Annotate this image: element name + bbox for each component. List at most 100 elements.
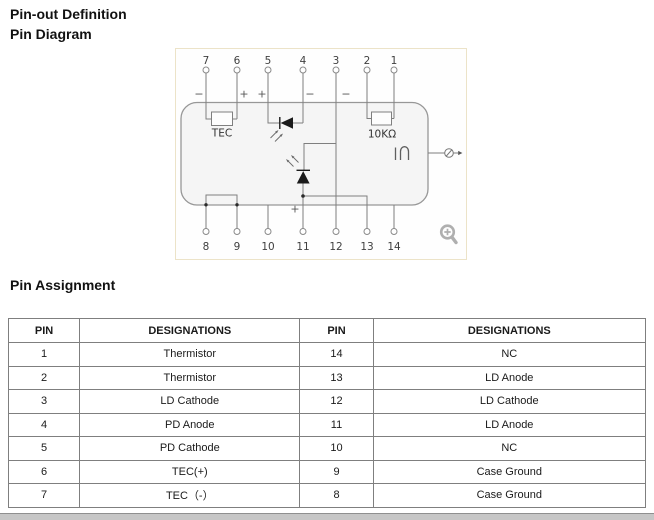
designation-cell: LD Anode: [372, 365, 647, 390]
emitted-light-arrows: [286, 155, 299, 167]
designation-cell: LD Cathode: [79, 389, 301, 414]
designation-cell: LD Cathode: [372, 389, 647, 414]
junction-dot: [204, 203, 208, 207]
pin-cell: 6: [7, 459, 81, 484]
pin-label: 10: [261, 241, 274, 253]
pin-terminal: [332, 228, 340, 235]
nc-leads: [267, 205, 395, 229]
designation-cell: PD Cathode: [79, 436, 301, 461]
isolator-icon: [394, 146, 410, 160]
photodiode-leads: [267, 73, 304, 124]
pin-label: 8: [203, 241, 210, 253]
case-ground-leads: [205, 194, 238, 229]
pin-label: 6: [234, 55, 241, 67]
pin-terminal: [332, 66, 340, 74]
tec-element: [211, 111, 233, 126]
table-row: 4 PD Anode 11 LD Anode: [7, 412, 647, 437]
pin-cell: 8: [299, 483, 374, 508]
pin-label: 12: [329, 241, 342, 253]
horizontal-scrollbar[interactable]: [0, 513, 654, 520]
pin-label: 11: [296, 241, 309, 253]
pin-terminal: [363, 66, 371, 74]
pin-cell: 14: [299, 342, 374, 367]
pin-cell: 4: [7, 412, 81, 437]
polarity-marks: − + + − − +: [194, 88, 350, 216]
pin-label: 4: [300, 55, 307, 67]
tec-leads: [205, 73, 238, 120]
pin-cell: 12: [299, 389, 374, 414]
pin-label: 3: [333, 55, 340, 67]
table-header-row: PIN DESIGNATIONS PIN DESIGNATIONS: [7, 318, 647, 343]
pin-cell: 11: [299, 412, 374, 437]
polarity-pin4: −: [305, 88, 314, 101]
laser-diode-icon: [296, 171, 310, 184]
table-row: 2 Thermistor 13 LD Anode: [7, 365, 647, 390]
pin-diagram-svg: 7 6 5 4 3 2 1: [180, 55, 463, 253]
top-pin-terminals: [202, 66, 398, 74]
pin-cell: 13: [299, 365, 374, 390]
ld-anode-leads: [302, 183, 368, 229]
pin-terminal: [202, 228, 210, 235]
table-row: 5 PD Cathode 10 NC: [7, 436, 647, 461]
pin-label: 9: [234, 241, 241, 253]
photodiode-icon: [280, 117, 293, 129]
pin-cell: 7: [7, 483, 81, 508]
top-pin-labels: 7 6 5 4 3 2 1: [203, 55, 398, 67]
pin-assignment-heading: Pin Assignment: [10, 277, 116, 293]
pin-cell: 3: [7, 389, 81, 414]
pin-diagram-figure: 7 6 5 4 3 2 1: [175, 48, 467, 260]
pin-terminal: [390, 66, 398, 74]
col-header-designations-left: DESIGNATIONS: [79, 318, 301, 343]
junction-dot: [235, 203, 239, 207]
pin-terminal: [233, 66, 241, 74]
page-title: Pin-out Definition: [10, 6, 127, 22]
fiber-connector-slash: [445, 149, 453, 157]
pin-label: 1: [391, 55, 398, 67]
table-row: 3 LD Cathode 12 LD Cathode: [7, 389, 647, 414]
col-header-pin-right: PIN: [299, 318, 374, 343]
pin-terminal: [264, 66, 272, 74]
pin-terminal: [264, 228, 272, 235]
pin-label: 5: [265, 55, 272, 67]
designation-cell: Case Ground: [372, 483, 647, 508]
col-header-pin-left: PIN: [7, 318, 81, 343]
pin-label: 7: [203, 55, 210, 67]
pin-label: 13: [360, 241, 373, 253]
tec-label: TEC: [211, 128, 232, 140]
designation-cell: TEC（-）: [79, 483, 301, 508]
polarity-pin7: −: [194, 88, 203, 101]
pin-terminal: [363, 228, 371, 235]
thermistor-element: [371, 111, 392, 126]
pin-cell: 1: [7, 342, 81, 367]
designation-cell: PD Anode: [79, 412, 301, 437]
designation-cell: NC: [372, 436, 647, 461]
designation-cell: TEC(+): [79, 459, 301, 484]
designation-cell: Case Ground: [372, 459, 647, 484]
pin-terminal: [299, 228, 307, 235]
thermistor-label: 10KΩ: [368, 129, 396, 141]
pin-terminal: [299, 66, 307, 74]
fiber-output-arrow: [458, 150, 463, 156]
polarity-pin6: +: [239, 88, 248, 101]
incident-light-arrows: [270, 130, 283, 142]
pin-diagram-heading: Pin Diagram: [10, 26, 92, 42]
zoom-in-icon[interactable]: [438, 222, 462, 249]
pin-cell: 5: [7, 436, 81, 461]
polarity-pin3: −: [341, 88, 350, 101]
designation-cell: NC: [372, 342, 647, 367]
table-row: 1 Thermistor 14 NC: [7, 342, 647, 367]
pin-cell: 9: [299, 459, 374, 484]
polarity-pin5: +: [257, 88, 266, 101]
designation-cell: Thermistor: [79, 342, 301, 367]
col-header-designations-right: DESIGNATIONS: [372, 318, 647, 343]
bottom-pin-labels: 8 9 10 11 12 13 14: [203, 241, 401, 253]
pin-cell: 10: [299, 436, 374, 461]
pin-assignment-table: PIN DESIGNATIONS PIN DESIGNATIONS 1 Ther…: [7, 318, 647, 508]
table-row: 6 TEC(+) 9 Case Ground: [7, 459, 647, 484]
pin-terminal: [202, 66, 210, 74]
pin-label: 14: [387, 241, 401, 253]
pin-cell: 2: [7, 365, 81, 390]
pin-terminal: [233, 228, 241, 235]
designation-cell: LD Anode: [372, 412, 647, 437]
